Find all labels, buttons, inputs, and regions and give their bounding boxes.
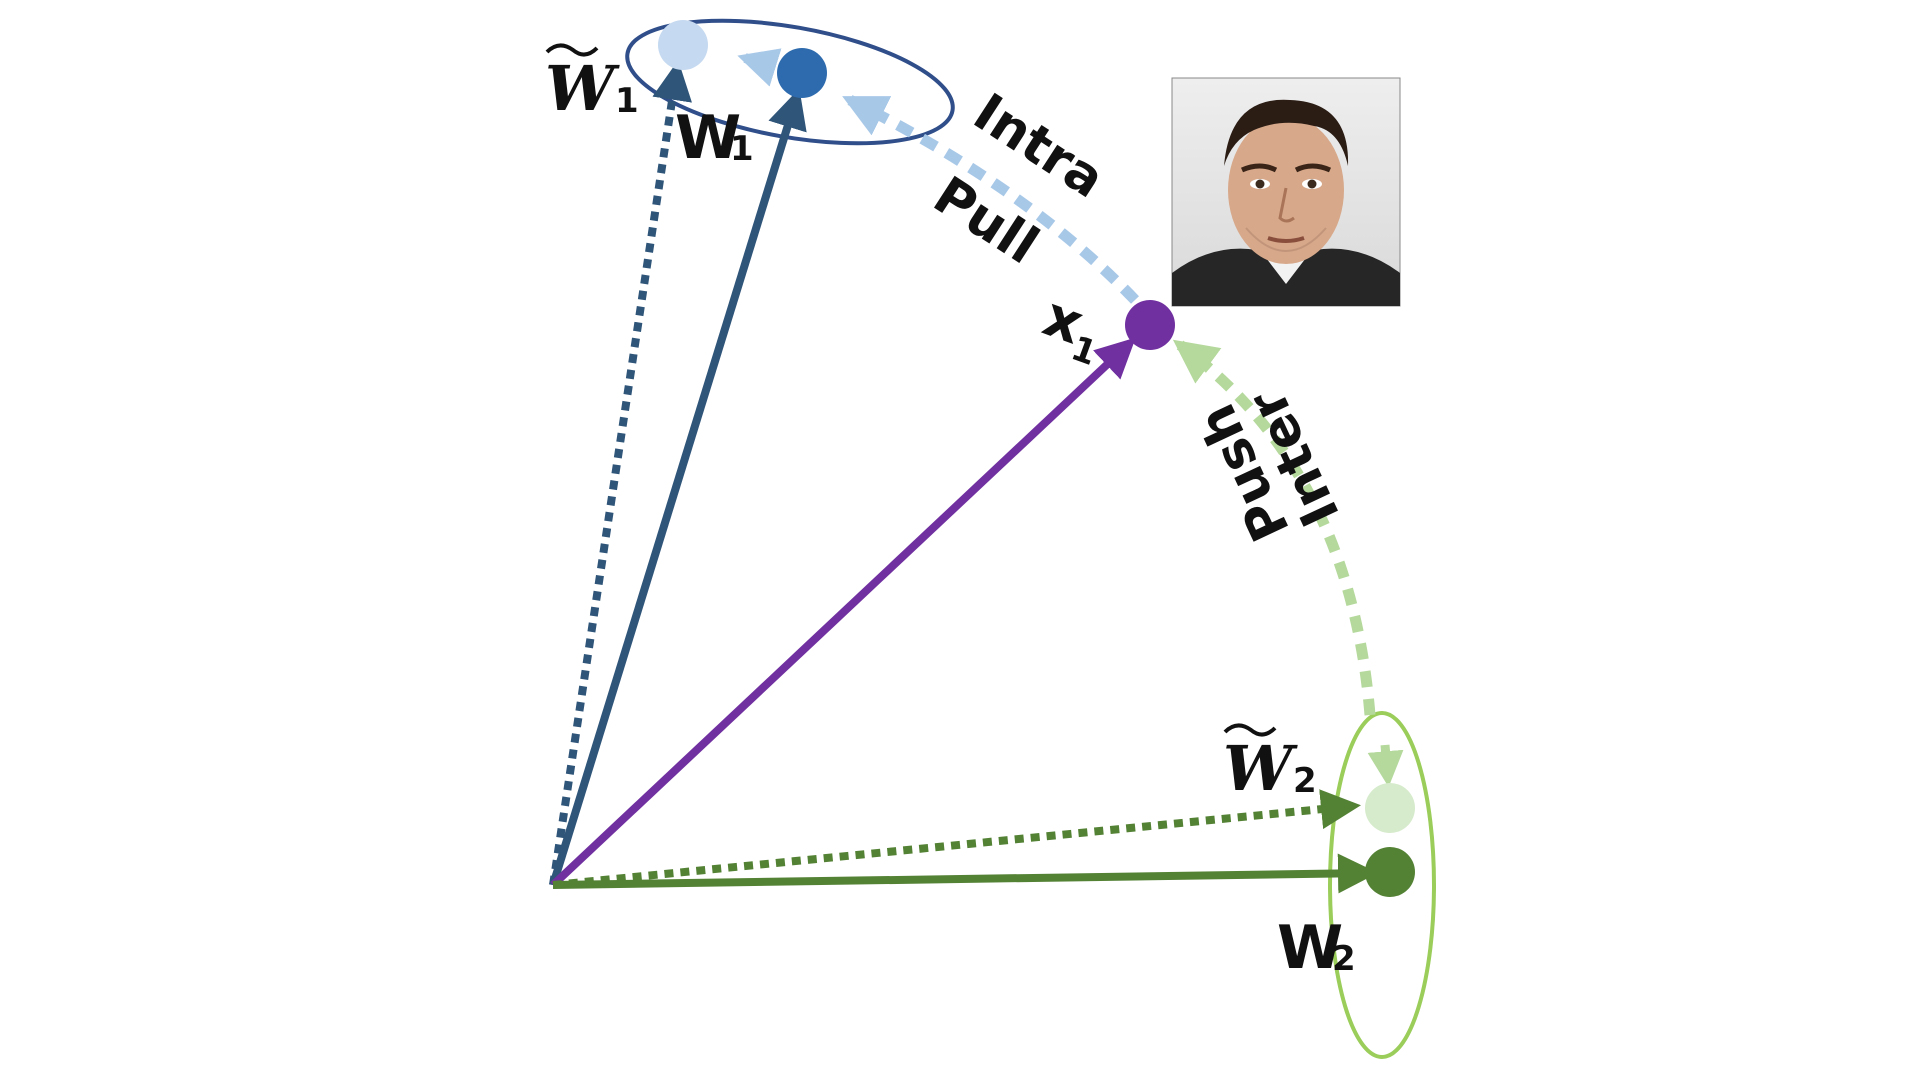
x1-label: x 1 xyxy=(1035,284,1102,374)
w1-subscript: 1 xyxy=(730,129,754,169)
w1-label: W 1 xyxy=(675,103,754,173)
w2-subscript: 2 xyxy=(1332,939,1356,979)
w2-shift-arrow xyxy=(1367,744,1404,788)
intra-pull-line2: Pull xyxy=(923,166,1049,277)
w2-tilde-label: W 2 xyxy=(1223,723,1317,805)
x1-point xyxy=(1125,300,1175,350)
w1-point xyxy=(777,48,827,98)
w2-point xyxy=(1365,847,1415,897)
inter-push-label: Inter Push xyxy=(1187,380,1352,549)
w2-label: W 2 xyxy=(1277,913,1356,983)
x1-vector xyxy=(550,337,1136,888)
w2-tilde-vector xyxy=(552,789,1361,889)
w1-symbol: W xyxy=(675,103,741,173)
w1-tilde-symbol: W xyxy=(545,52,620,125)
intra-pull-arrow xyxy=(842,95,1139,304)
w2-tilde-subscript: 2 xyxy=(1293,761,1317,801)
inter-push-arrow xyxy=(1172,339,1376,716)
face-photo-icon xyxy=(1171,77,1401,307)
w1-tilde-vector xyxy=(549,60,692,886)
w2-tilde-symbol: W xyxy=(1223,732,1298,805)
w2-cluster-ellipse xyxy=(1328,711,1436,1059)
w1-tilde-point xyxy=(658,20,708,70)
w2-tilde-point xyxy=(1365,783,1415,833)
w1-vector xyxy=(549,88,807,887)
w1-tilde-label: W 1 xyxy=(545,43,639,125)
w2-symbol: W xyxy=(1277,913,1343,983)
w2-vector xyxy=(552,853,1378,894)
w1-tilde-subscript: 1 xyxy=(615,81,639,121)
